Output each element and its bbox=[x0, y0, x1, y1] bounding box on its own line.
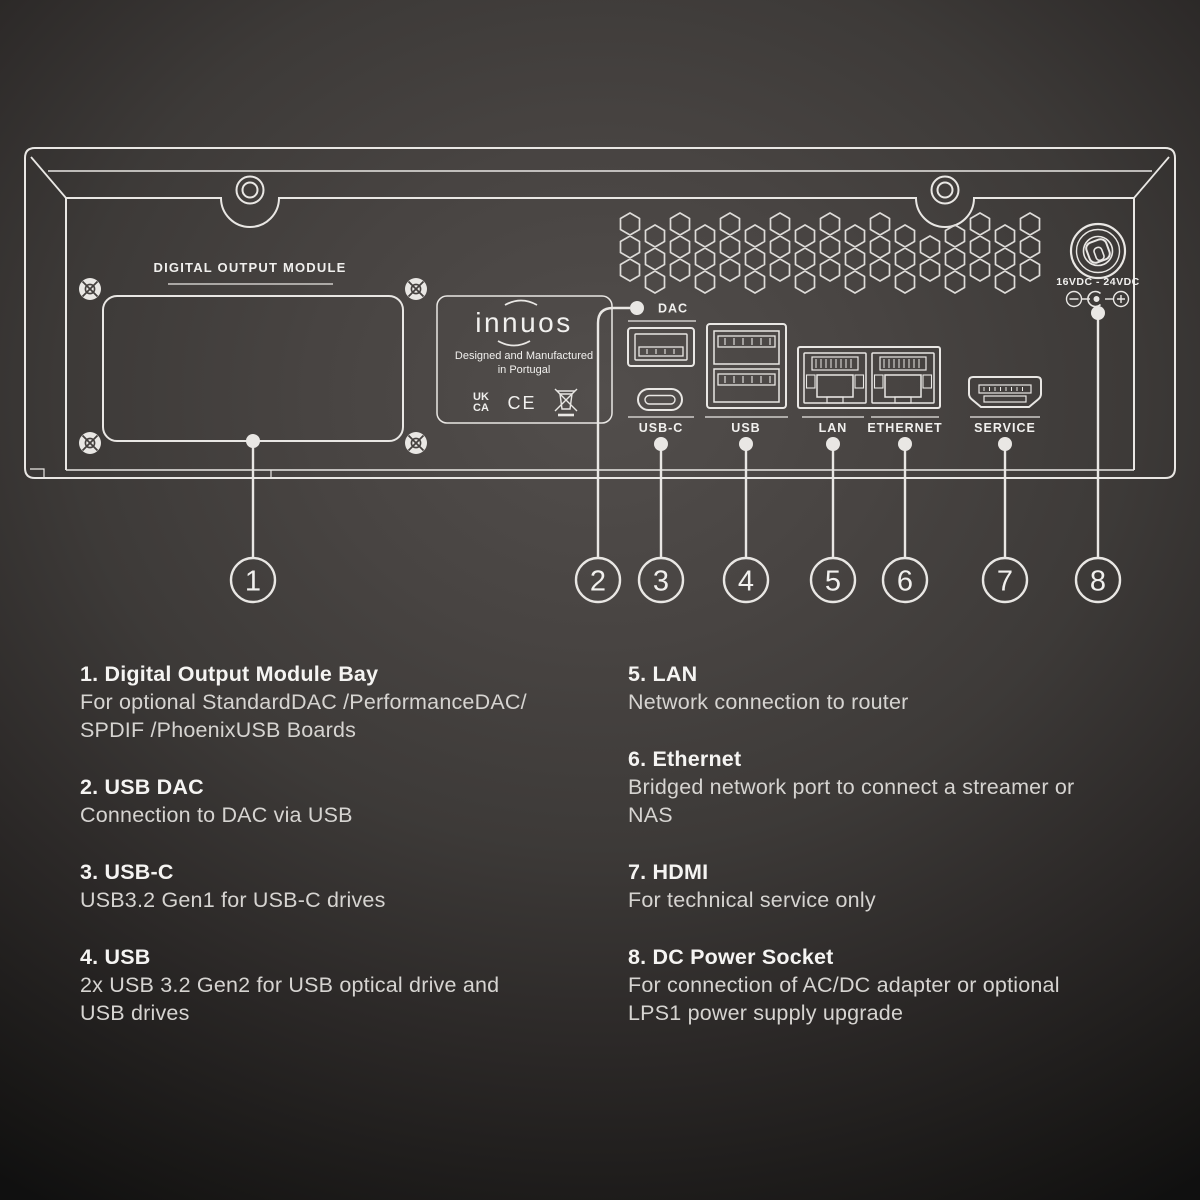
port-label-usb-c: USB-C bbox=[639, 421, 684, 435]
port-usb-dac: DAC bbox=[627, 301, 696, 367]
port-hdmi-service: SERVICE bbox=[968, 376, 1042, 451]
ukca-mark-bottom: CA bbox=[473, 402, 489, 414]
rear-panel-drawing: DIGITAL OUTPUT MODULE innuos Designed an… bbox=[24, 147, 1176, 604]
port-label-dac: DAC bbox=[658, 302, 688, 316]
rj45-lan-port-icon bbox=[803, 352, 867, 404]
ukca-mark-top: UK bbox=[473, 391, 489, 403]
port-label-usb: USB bbox=[731, 421, 760, 435]
screw-icon bbox=[405, 278, 427, 300]
screw-icon bbox=[79, 432, 101, 454]
brand-line2: in Portugal bbox=[498, 364, 551, 376]
legend-item-desc: Network connection to router bbox=[628, 690, 909, 714]
legend-item-desc: Bridged network port to connect a stream… bbox=[628, 775, 1075, 827]
svg-text:8: 8 bbox=[1090, 566, 1106, 598]
legend-item-title: 6. Ethernet bbox=[628, 747, 742, 771]
legend-item-title: 3. USB-C bbox=[80, 860, 174, 884]
port-usb-c: USB-C bbox=[628, 388, 694, 451]
callout-3: 3 bbox=[637, 556, 685, 604]
callout-6: 6 bbox=[881, 556, 929, 604]
thumbscrew-left-icon bbox=[235, 175, 265, 205]
logo-arc-bottom bbox=[497, 340, 531, 347]
legend-item-desc: Connection to DAC via USB bbox=[80, 803, 353, 827]
legend-item-title: 1. Digital Output Module Bay bbox=[80, 662, 379, 686]
callout-2: 2 bbox=[574, 556, 622, 604]
port-label-ethernet: ETHERNET bbox=[867, 421, 942, 435]
svg-text:2: 2 bbox=[590, 566, 606, 598]
thumbscrew-right-icon bbox=[930, 175, 960, 205]
usb-a-port-icon bbox=[627, 327, 695, 367]
legend-item: 7. HDMI For technical service only bbox=[628, 858, 1173, 914]
port-label-service: SERVICE bbox=[974, 421, 1036, 435]
power-rating-label: 16VDC - 24VDC bbox=[1056, 276, 1140, 288]
brand-line1: Designed and Manufactured bbox=[455, 350, 593, 362]
brand-label: innuos Designed and Manufactured in Port… bbox=[436, 295, 613, 424]
legend-item-desc: For optional StandardDAC /PerformanceDAC… bbox=[80, 690, 527, 742]
power-socket-icon bbox=[1069, 222, 1127, 280]
dual-usb-a-port-icon bbox=[706, 323, 787, 409]
legend-item-title: 2. USB DAC bbox=[80, 775, 204, 799]
brand-logo: innuos bbox=[475, 307, 573, 338]
usb-c-port-icon bbox=[637, 388, 683, 411]
callout-leader-lines bbox=[251, 306, 1100, 558]
chassis-outline bbox=[24, 147, 1176, 479]
ce-mark: CE bbox=[507, 393, 536, 413]
svg-text:6: 6 bbox=[897, 566, 913, 598]
legend-item-title: 7. HDMI bbox=[628, 860, 709, 884]
callout-7: 7 bbox=[981, 556, 1029, 604]
svg-text:4: 4 bbox=[738, 566, 754, 598]
legend-item: 2. USB DAC Connection to DAC via USB bbox=[80, 773, 625, 829]
callout-5: 5 bbox=[809, 556, 857, 604]
hexagon-vents bbox=[619, 212, 1041, 294]
callout-dot-2 bbox=[630, 301, 644, 315]
hexagon-vent-pattern bbox=[619, 212, 1041, 294]
svg-text:3: 3 bbox=[653, 566, 669, 598]
logo-arc-top bbox=[504, 299, 538, 306]
legend-item: 4. USB 2x USB 3.2 Gen2 for USB optical dr… bbox=[80, 943, 625, 1027]
callout-4: 4 bbox=[722, 556, 770, 604]
legend-item: 3. USB-C USB3.2 Gen1 for USB-C drives bbox=[80, 858, 625, 914]
callout-1: 1 bbox=[229, 556, 277, 604]
dc-power-socket: 16VDC - 24VDC bbox=[1056, 222, 1140, 320]
module-bay-label: DIGITAL OUTPUT MODULE bbox=[154, 260, 347, 275]
legend-item-desc: USB3.2 Gen1 for USB-C drives bbox=[80, 888, 386, 912]
legend-item-title: 4. USB bbox=[80, 945, 151, 969]
port-lan-ethernet: LAN ETHERNET bbox=[797, 346, 942, 451]
legend-item-title: 5. LAN bbox=[628, 662, 698, 686]
weee-crossed-bin-icon bbox=[554, 388, 578, 417]
hdmi-port-icon bbox=[968, 376, 1042, 408]
screw-icon bbox=[405, 432, 427, 454]
port-usb-dual: USB bbox=[705, 323, 788, 451]
legend-item-desc: For connection of AC/DC adapter or optio… bbox=[628, 973, 1060, 1025]
legend-item: 5. LAN Network connection to router bbox=[628, 660, 1173, 716]
module-bay-screws bbox=[79, 278, 427, 454]
rj45-ethernet-port-icon bbox=[871, 352, 935, 404]
svg-text:7: 7 bbox=[997, 566, 1013, 598]
legend-column-right: 5. LAN Network connection to router 6. Eth… bbox=[628, 660, 1173, 1056]
polarity-center-positive-icon bbox=[1065, 290, 1130, 308]
legend-item-title: 8. DC Power Socket bbox=[628, 945, 834, 969]
callout-circles: 1 2 3 4 5 6 7 8 bbox=[229, 556, 1122, 604]
callout-8: 8 bbox=[1074, 556, 1122, 604]
svg-text:1: 1 bbox=[245, 566, 261, 598]
legend-item-desc: For technical service only bbox=[628, 888, 876, 912]
screw-icon bbox=[79, 278, 101, 300]
svg-text:5: 5 bbox=[825, 566, 841, 598]
legend-item-desc: 2x USB 3.2 Gen2 for USB optical drive an… bbox=[80, 973, 500, 1025]
port-label-lan: LAN bbox=[819, 421, 848, 435]
digital-output-module-bay: DIGITAL OUTPUT MODULE bbox=[102, 260, 404, 448]
